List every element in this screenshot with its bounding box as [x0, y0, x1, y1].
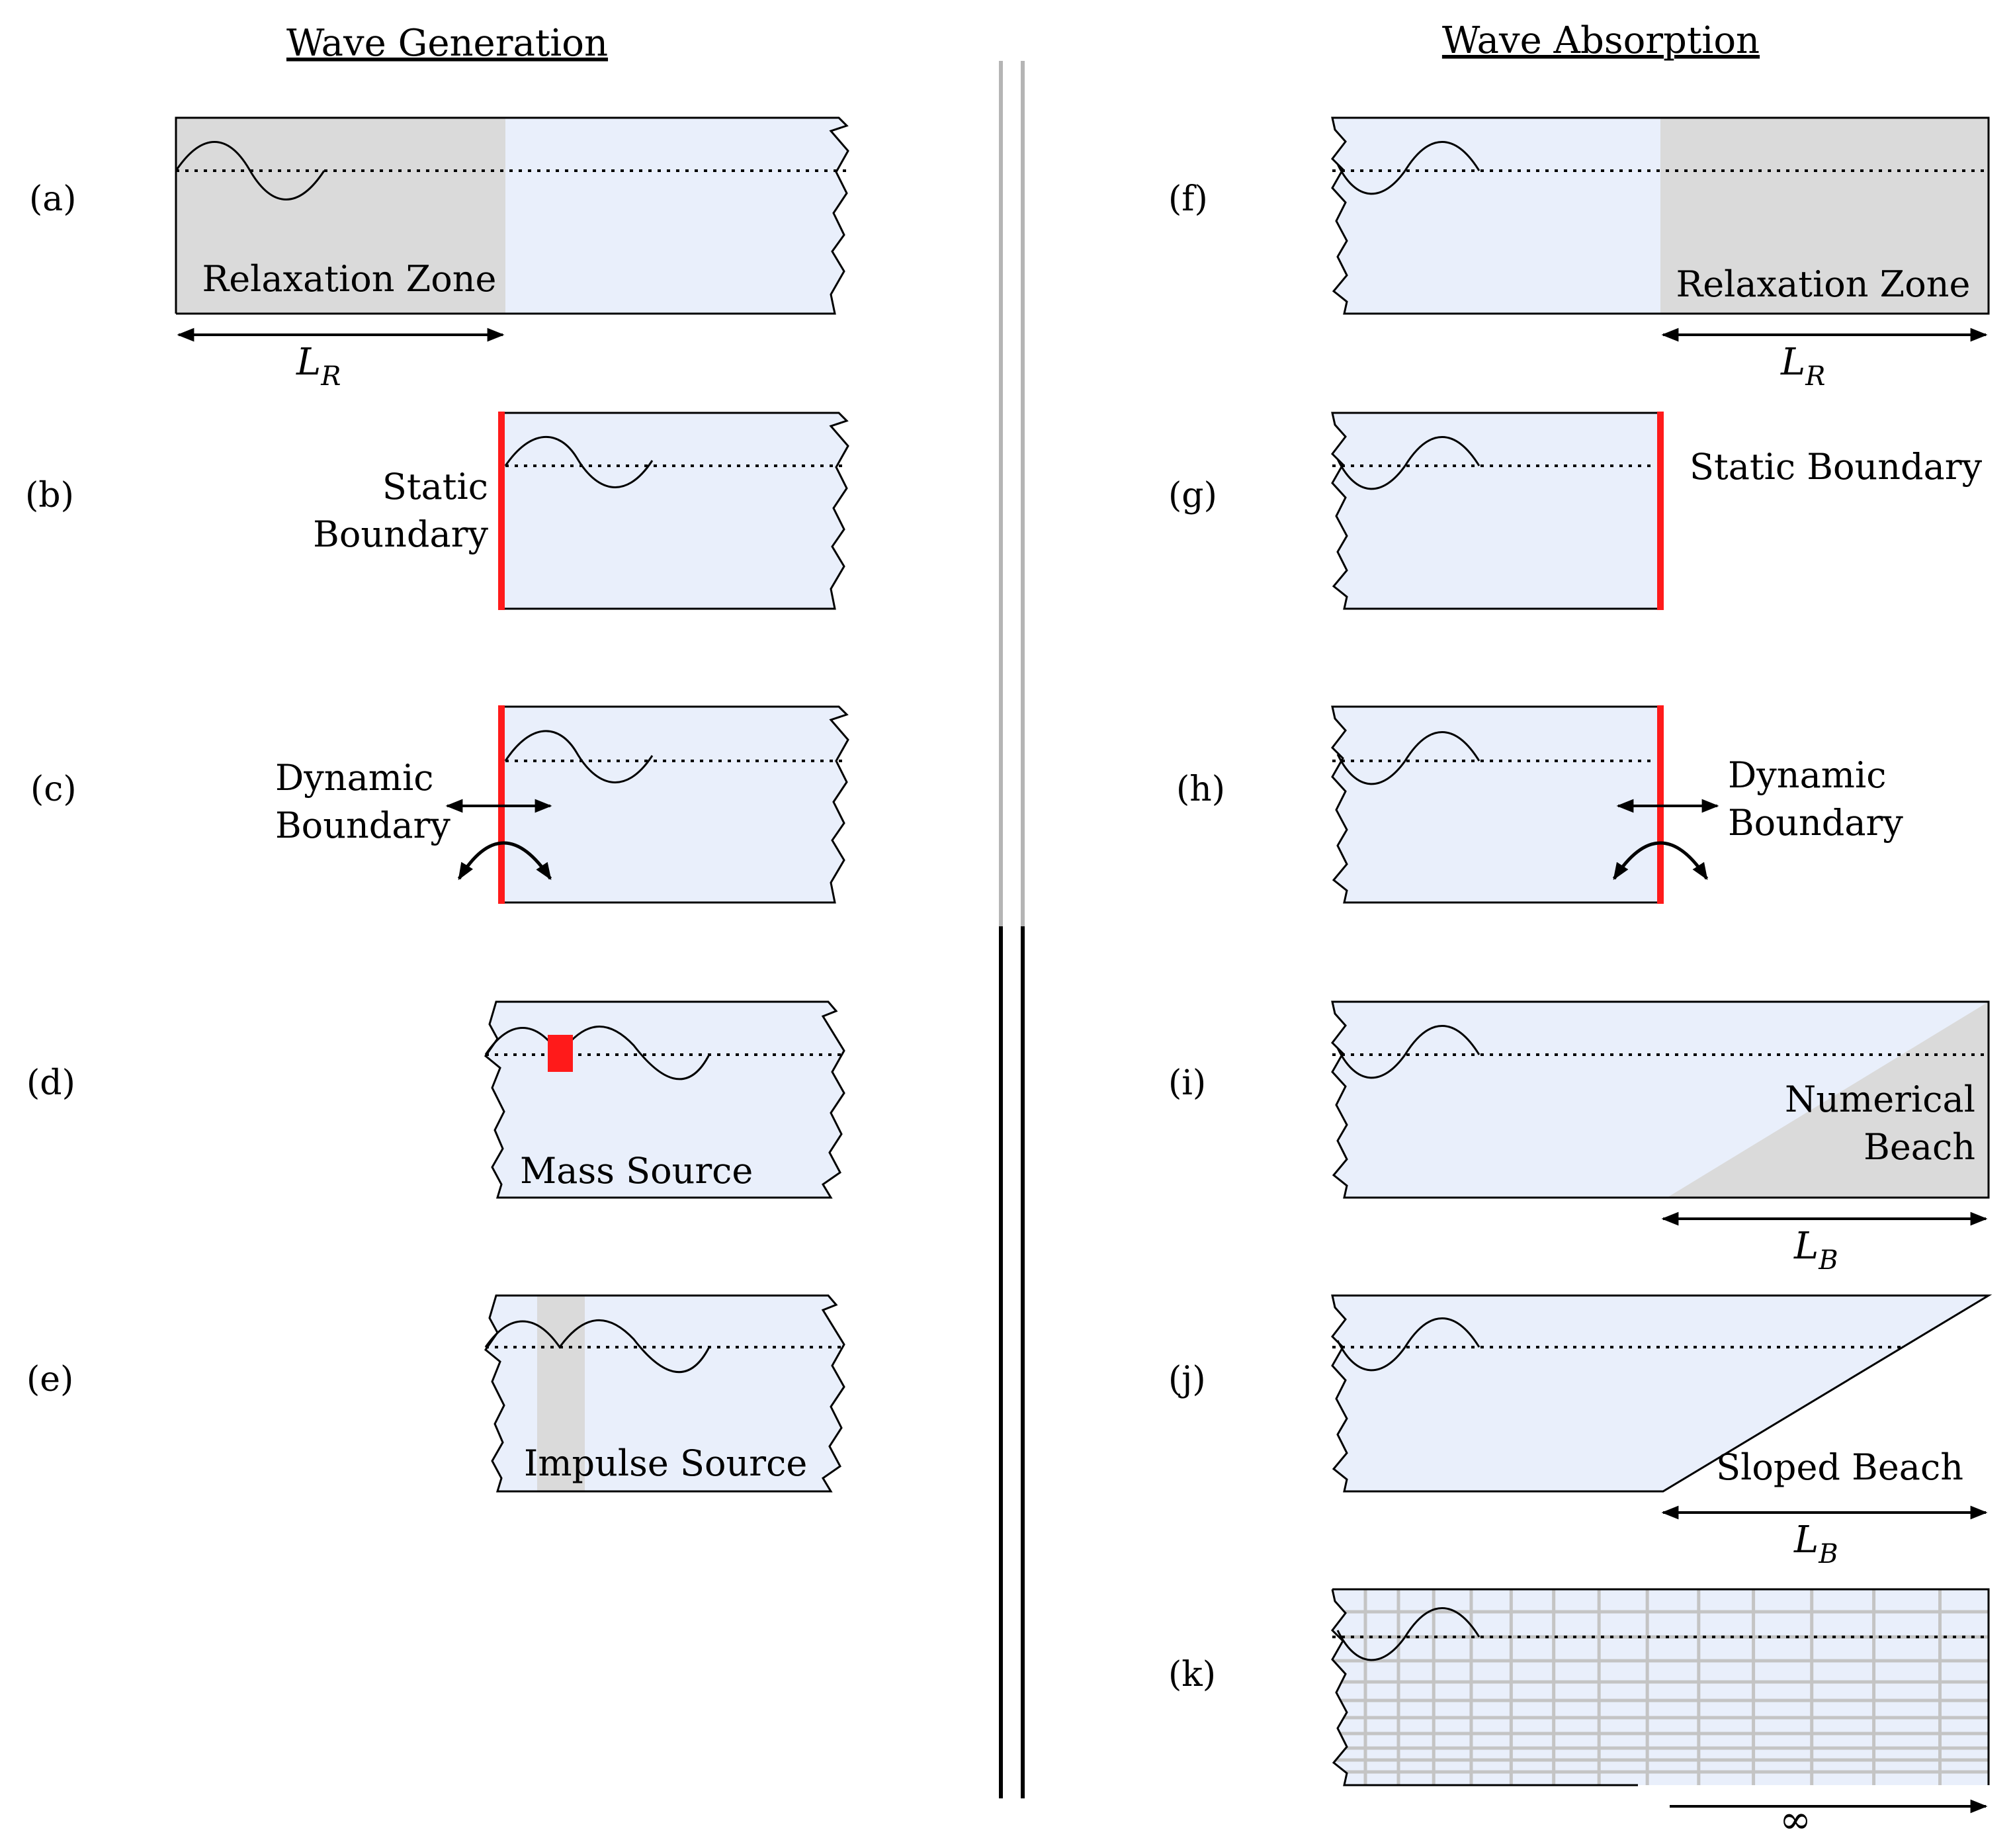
numerical-beach-label-i2: Beach	[1864, 1126, 1975, 1168]
panel-label-b: (b)	[25, 476, 74, 515]
panel-label-f: (f)	[1168, 179, 1208, 219]
impulse-source-label-e: Impulse Source	[524, 1442, 807, 1484]
panel-label-h: (h)	[1176, 770, 1225, 809]
mass-source-d	[548, 1035, 573, 1072]
length-label-j: LB	[1793, 1518, 1838, 1569]
panel-b: (b) Static Boundary	[25, 412, 849, 610]
wave-d	[484, 1026, 710, 1080]
panel-label-g: (g)	[1168, 476, 1217, 515]
panel-f: (f) Relaxation Zone LR	[1168, 116, 1990, 392]
static-boundary-label-g: Static Boundary	[1690, 446, 1983, 488]
dynamic-boundary-label-c1: Dynamic	[275, 757, 434, 799]
panel-label-c: (c)	[30, 770, 77, 809]
panel-label-k: (k)	[1168, 1655, 1216, 1694]
panel-e: (e) Impulse Source	[26, 1294, 845, 1493]
water-body-k	[1332, 1589, 1989, 1785]
panel-label-j: (j)	[1168, 1360, 1206, 1399]
panel-label-e: (e)	[26, 1360, 73, 1399]
water-body-j	[1331, 1294, 1993, 1493]
panel-g: (g) Static Boundary	[1168, 412, 1983, 610]
wave-j	[1336, 1317, 1480, 1372]
wave-g	[1336, 436, 1480, 490]
wave-i	[1336, 1025, 1480, 1079]
wave-f	[1336, 141, 1480, 195]
rotation-arrow-h	[1612, 841, 1709, 881]
numerical-beach-zone-i	[1667, 1002, 1989, 1198]
wave-a	[175, 141, 325, 200]
water-body-d	[484, 1000, 845, 1199]
static-boundary-label-b1: Static	[382, 466, 488, 507]
static-boundary-label-b2: Boundary	[313, 513, 488, 555]
relaxation-zone-a	[176, 118, 505, 314]
wave-e	[484, 1319, 710, 1374]
infinite-mesh-grid-k	[1332, 1589, 1989, 1785]
water-body-h	[1331, 705, 1662, 904]
length-label-i: LB	[1793, 1225, 1838, 1276]
wave-h	[1336, 731, 1480, 785]
panel-a: (a) Relaxation Zone LR	[29, 116, 849, 392]
panel-h: (h) Dynamic Boundary	[1176, 705, 1903, 904]
length-label-a: LR	[296, 341, 341, 392]
center-divider	[999, 61, 1025, 1798]
panel-label-i: (i)	[1168, 1063, 1206, 1103]
relaxation-zone-f	[1660, 118, 1989, 314]
infinity-label-k: ∞	[1779, 1797, 1811, 1842]
wave-c	[504, 730, 654, 783]
water-body-c	[500, 705, 849, 904]
sloped-beach-label-j: Sloped Beach	[1716, 1446, 1963, 1488]
numerical-beach-label-i1: Numerical	[1785, 1078, 1975, 1120]
panel-k: (k) ∞	[1168, 1588, 1990, 1842]
panel-j: (j) Sloped Beach LB	[1168, 1294, 1993, 1569]
wave-b	[504, 435, 654, 488]
title-wave-absorption: Wave Absorption	[1442, 19, 1760, 62]
rotation-arrow-c	[457, 841, 552, 881]
dynamic-boundary-label-h1: Dynamic	[1728, 754, 1887, 796]
panel-label-d: (d)	[26, 1063, 75, 1103]
dynamic-boundary-label-c2: Boundary	[275, 805, 450, 846]
title-wave-generation: Wave Generation	[286, 22, 608, 65]
relaxation-zone-label-f: Relaxation Zone	[1676, 263, 1971, 305]
wave-k	[1336, 1607, 1480, 1661]
panel-d: (d) Mass Source	[26, 1000, 845, 1199]
length-label-f: LR	[1780, 341, 1825, 392]
relaxation-zone-label-a: Relaxation Zone	[202, 258, 497, 300]
water-body-g	[1331, 412, 1662, 610]
panel-label-a: (a)	[29, 179, 77, 219]
panel-i: (i) Numerical Beach LB	[1168, 1000, 1990, 1276]
panel-c: (c) Dynamic Boundary	[30, 705, 849, 904]
dynamic-boundary-label-h2: Boundary	[1728, 802, 1903, 844]
water-body-b	[500, 412, 849, 610]
mass-source-label-d: Mass Source	[520, 1150, 753, 1192]
